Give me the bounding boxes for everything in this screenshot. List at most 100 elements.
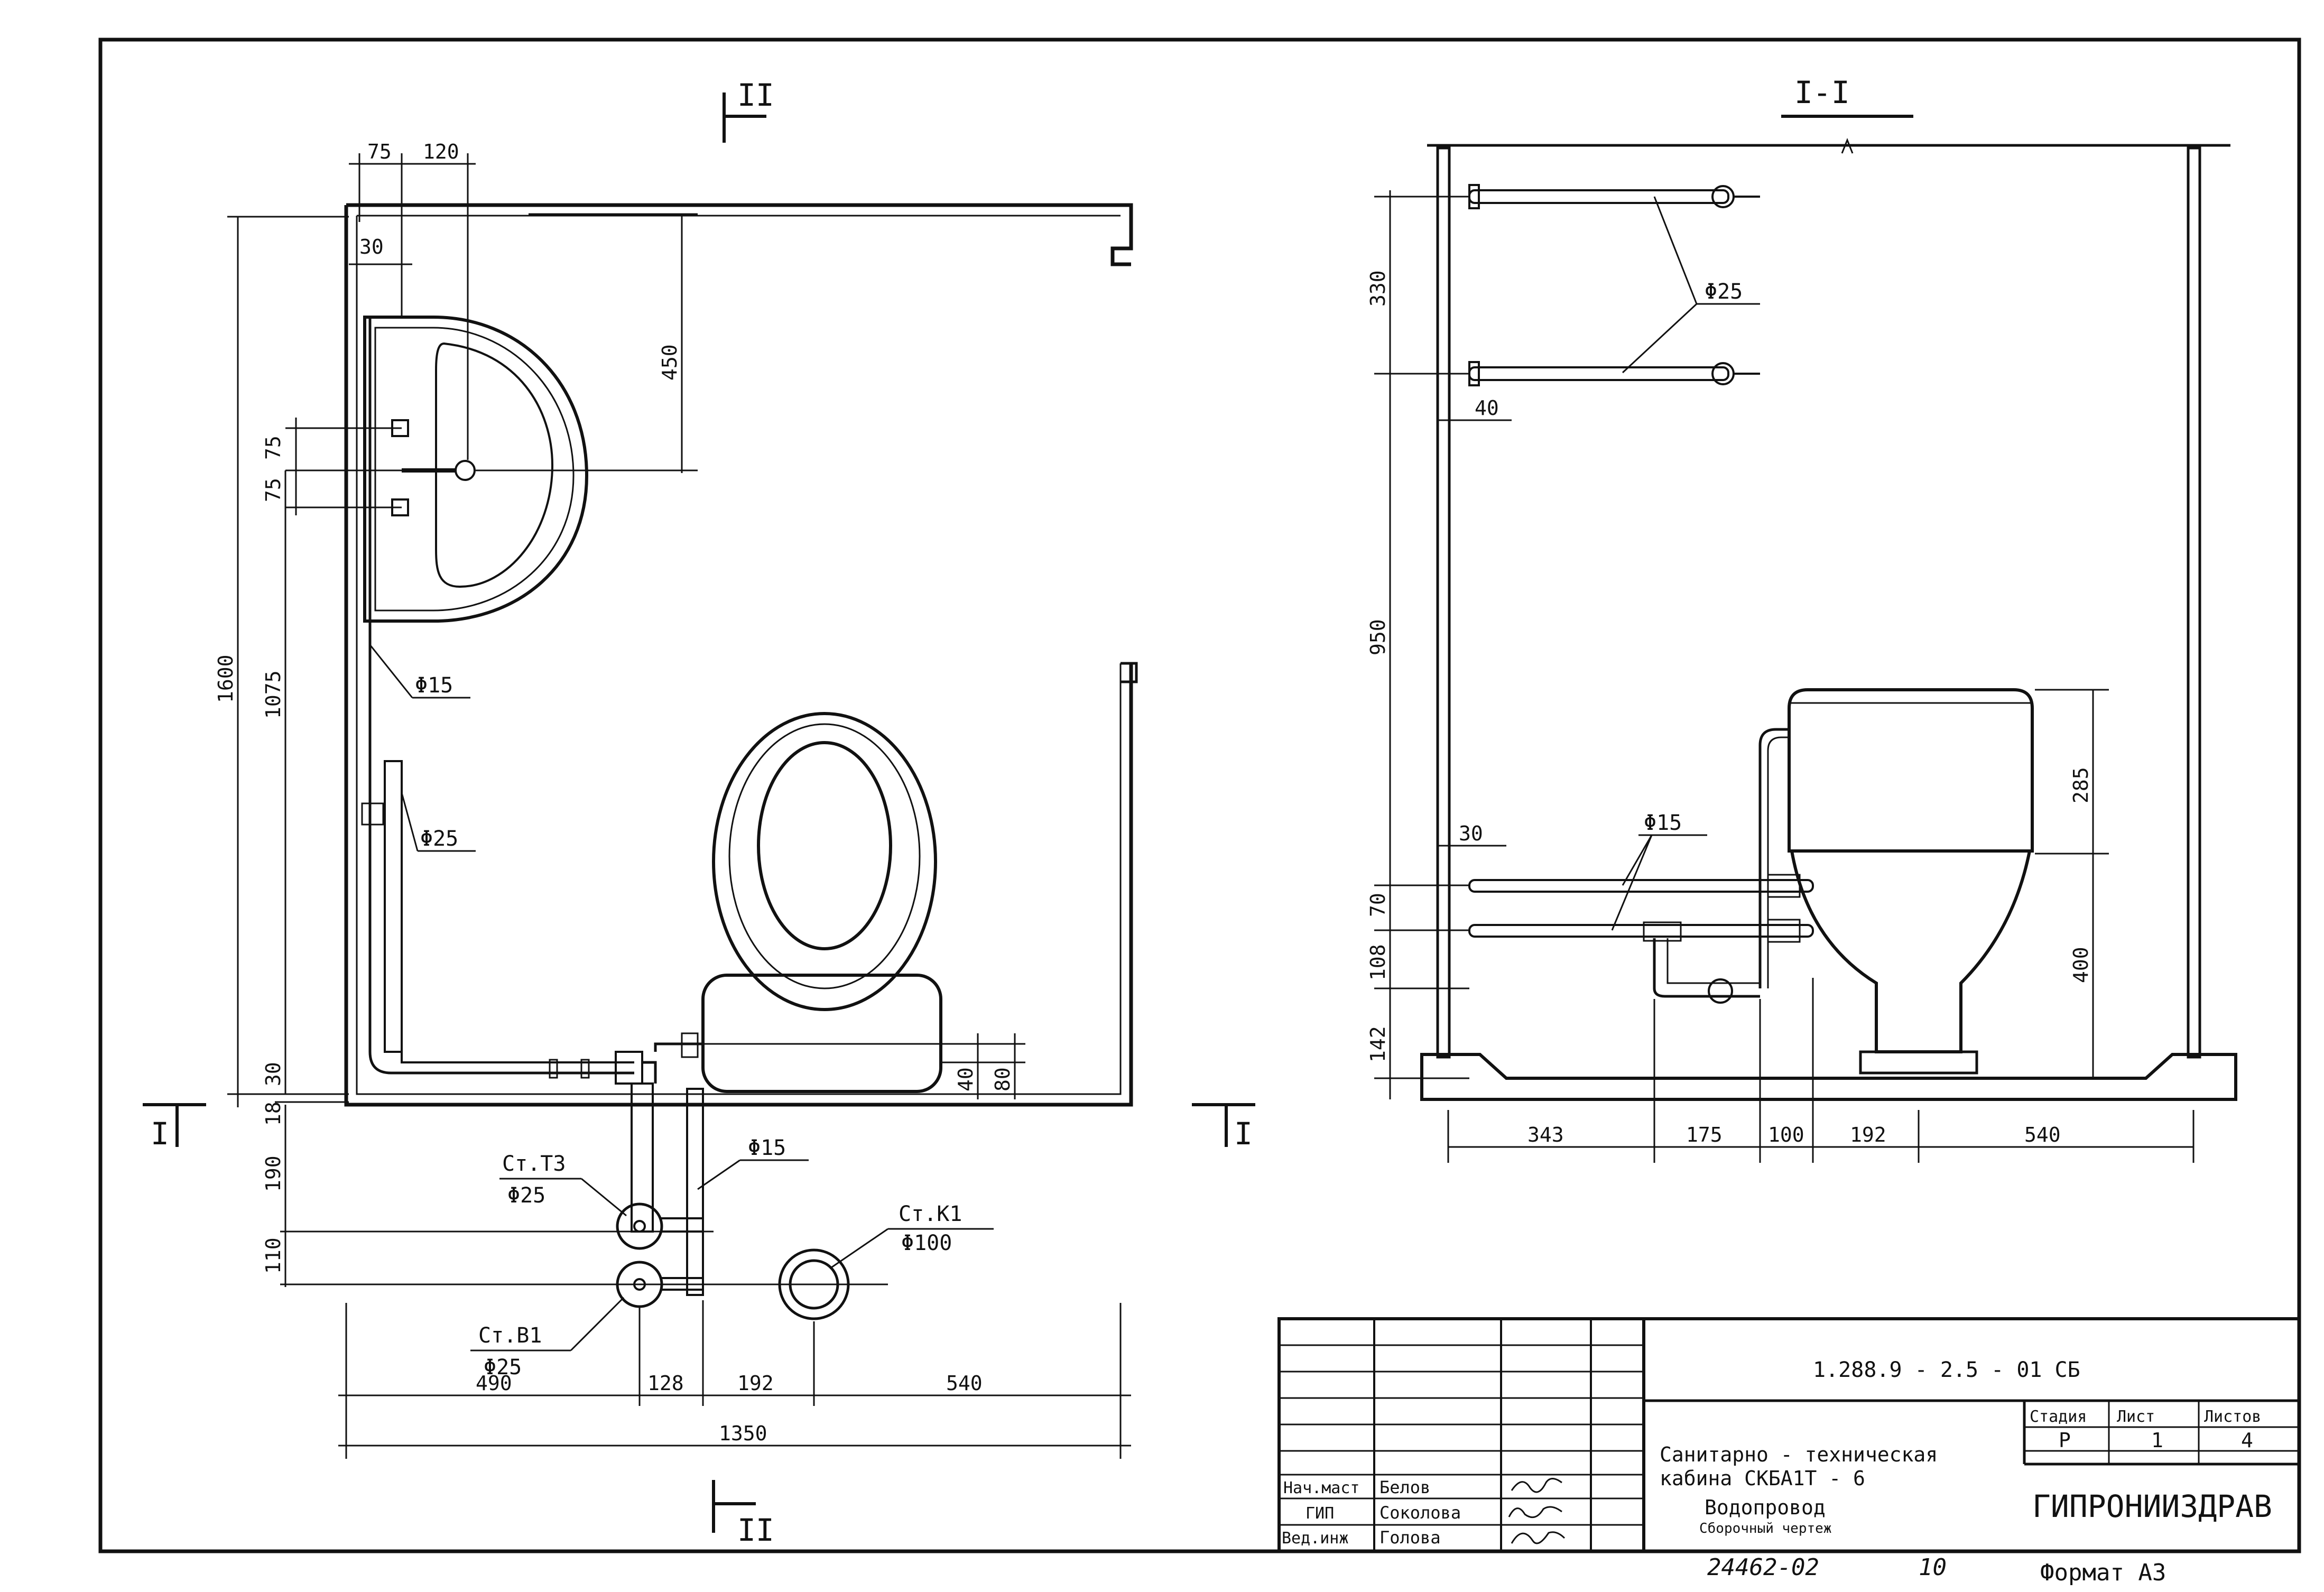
section-mark-bottom [712, 1480, 756, 1533]
dim-110: 110 [262, 1237, 285, 1274]
section-mark-top-label: II [737, 77, 774, 113]
toilet-bowl-inner [757, 741, 892, 950]
section-mark-right-label: I [1234, 1116, 1253, 1152]
valve [1708, 978, 1733, 1004]
title-line-4: Сборочный чертеж [1699, 1521, 1831, 1537]
section-mark-top [723, 92, 766, 143]
dim-section-108: 108 [1366, 944, 1390, 980]
dim-section-343: 343 [1527, 1123, 1564, 1146]
toilet-bowl-outer [712, 712, 937, 1011]
pipe-phi15-toilet-feed [686, 1088, 704, 1296]
role-2: ГИП [1305, 1504, 1334, 1523]
label-section-phi25: Φ25 [1705, 280, 1743, 304]
dim-section-400: 400 [2069, 947, 2092, 983]
dim-450: 450 [658, 344, 681, 381]
sheet-value: 1 [2151, 1429, 2163, 1452]
drawing-code: 1.288.9 - 2.5 - 01 СБ [1813, 1358, 2080, 1382]
label-st-k1-diam: Φ100 [901, 1231, 952, 1255]
label-st-b1: Ст.В1 [478, 1323, 542, 1348]
dim-192: 192 [737, 1372, 774, 1395]
role-1: Нач.маст [1283, 1479, 1360, 1497]
section-mark-left-label: I [151, 1116, 169, 1152]
title-block: 1.288.9 - 2.5 - 01 СБ Санитарно - технич… [1277, 1317, 2301, 1553]
plan-view: II II I I 75 120 30 450 75 75 1600 10 [143, 77, 1255, 1548]
label-phi15-toilet: Φ15 [748, 1136, 786, 1160]
signature-3 [1511, 1531, 1566, 1544]
sheet-format: Формат А3 [2040, 1559, 2166, 1586]
room-wall-top [346, 203, 1133, 266]
dim-120: 120 [423, 140, 459, 163]
stage-value: Р [2059, 1429, 2071, 1452]
dim-1350: 1350 [719, 1422, 767, 1445]
section-mark-bottom-label: II [737, 1512, 774, 1548]
dim-section-175: 175 [1686, 1123, 1723, 1146]
signature-2 [1508, 1506, 1562, 1519]
dim-1075: 1075 [262, 670, 285, 719]
toilet-tank-section [1788, 688, 2034, 853]
dim-490: 490 [476, 1372, 512, 1395]
room-wall-inner [356, 216, 1122, 1095]
section-mark-left [143, 1103, 206, 1147]
pipe-horizontal-bottom [368, 1051, 634, 1075]
dim-section-70: 70 [1366, 893, 1390, 917]
name-3: Голова [1379, 1528, 1441, 1548]
label-phi25-riser: Φ25 [420, 827, 458, 851]
toilet-bowl-section [1790, 850, 2031, 1053]
washbasin-outer [363, 316, 589, 623]
dim-section-192: 192 [1850, 1123, 1886, 1146]
title-line-1: Санитарно - техническая [1660, 1443, 1938, 1466]
role-3: Вед.инж [1282, 1529, 1348, 1548]
section-mark-right [1192, 1103, 1255, 1147]
name-1: Белов [1379, 1477, 1430, 1497]
dim-section-142: 142 [1366, 1026, 1390, 1062]
section-title: I-I [1794, 75, 1850, 110]
label-phi15-basin: Φ15 [415, 673, 453, 698]
stack-st-t3 [616, 1202, 663, 1250]
organization: ГИПРОНИИЗДРАВ [2032, 1488, 2272, 1524]
dim-1600: 1600 [214, 654, 237, 703]
dim-190: 190 [262, 1155, 285, 1192]
pipe-tank-feed [1758, 728, 1789, 988]
signature-1 [1511, 1478, 1562, 1493]
dim-40: 40 [954, 1067, 977, 1091]
dim-540: 540 [946, 1372, 983, 1395]
col-sheet: Лист [2117, 1408, 2155, 1426]
dim-30-top: 30 [359, 235, 384, 258]
dim-18: 18 [262, 1102, 285, 1126]
dim-section-30: 30 [1459, 822, 1483, 845]
drawing-frame [98, 38, 2301, 1553]
archive-number: 24462-02 [1707, 1554, 1819, 1581]
dim-section-40: 40 [1475, 396, 1499, 420]
label-st-k1: Ст.К1 [899, 1202, 962, 1226]
dim-section-330: 330 [1366, 270, 1390, 307]
page-number: 10 [1919, 1554, 1947, 1581]
dim-section-540: 540 [2024, 1123, 2061, 1146]
dim-75-top: 75 [367, 140, 392, 163]
washbasin-bowl [435, 342, 554, 588]
section-view: I-I Φ25 Φ15 [1366, 75, 2237, 1163]
pipe-phi25-riser [384, 760, 403, 1053]
dim-30-bottom: 30 [262, 1062, 285, 1086]
title-line-2: кабина СКБА1Т - 6 [1660, 1467, 1865, 1490]
label-st-t3: Ст.Т3 [502, 1152, 566, 1176]
washbasin-drain [455, 460, 476, 481]
col-stage: Стадия [2030, 1408, 2087, 1426]
wall-left [1436, 146, 1451, 1059]
dim-80: 80 [991, 1067, 1014, 1091]
title-line-3: Водопровод [1705, 1496, 1826, 1519]
floor-pallet [1420, 1053, 2237, 1101]
pipe-phi25-upper [1468, 189, 1729, 204]
door-jamb [1121, 662, 1138, 683]
toilet-tank [701, 974, 942, 1093]
pipe-phi25-lower [1468, 366, 1729, 381]
col-sheets: Листов [2204, 1408, 2261, 1426]
room-wall-outer [344, 205, 1133, 1107]
sheets-value: 4 [2241, 1429, 2253, 1452]
dim-section-950: 950 [1366, 619, 1390, 655]
label-section-phi15: Φ15 [1644, 811, 1682, 835]
label-st-t3-diam: Φ25 [507, 1183, 545, 1208]
label-st-b1-diam: Φ25 [484, 1355, 522, 1380]
name-2: Соколова [1379, 1503, 1461, 1523]
dim-section-285: 285 [2069, 767, 2092, 803]
dim-75-b: 75 [262, 478, 285, 502]
